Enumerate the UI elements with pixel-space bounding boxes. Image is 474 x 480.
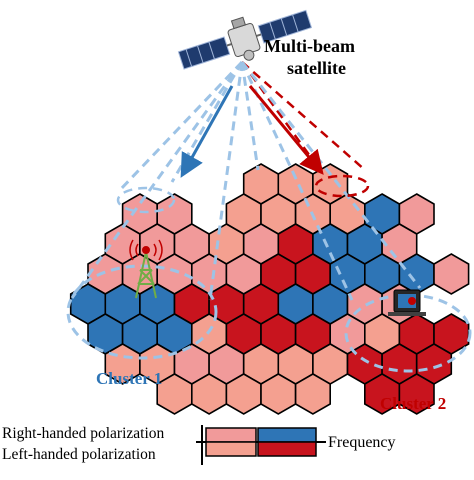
cell-tower-icon [129, 239, 163, 299]
legend-band-1-rhp [205, 427, 257, 443]
satellite-icon [177, 9, 313, 70]
legend-right-handed-label: Right-handed polarization [2, 425, 165, 442]
downlink-arrows [180, 85, 324, 178]
satellite-label-line-2: satellite [287, 58, 346, 78]
cone-cluster-1 [70, 61, 244, 301]
cone-cell-1 [118, 60, 244, 192]
beam-cell [398, 373, 435, 415]
blue-arrow [180, 85, 234, 178]
beam-cell [433, 253, 470, 295]
legend-frequency-bars [196, 425, 326, 465]
legend-left-handed-label: Left-handed polarization [2, 446, 156, 463]
beam-cell-grid [69, 163, 470, 415]
legend-band-1-lhp [205, 441, 257, 457]
cell-1-ellipse [116, 186, 176, 214]
cluster-2-label: Cluster 2 [380, 394, 447, 413]
cell-2-ellipse [314, 174, 370, 198]
satellite-label-line-1: Multi-beam [264, 36, 355, 56]
cluster-2-ellipse [344, 293, 472, 373]
cone-center [240, 61, 260, 171]
cluster-1-label: Cluster 1 [96, 369, 163, 388]
beam-cell [294, 373, 332, 415]
beam-cones [66, 60, 472, 373]
legend-frequency-label: Frequency [328, 434, 396, 451]
user-terminal-icon [388, 289, 426, 316]
red-arrow [248, 85, 324, 175]
cone-cluster-2 [240, 61, 422, 301]
legend-band-2-rhp [257, 427, 317, 443]
legend-band-2-lhp [257, 441, 317, 457]
